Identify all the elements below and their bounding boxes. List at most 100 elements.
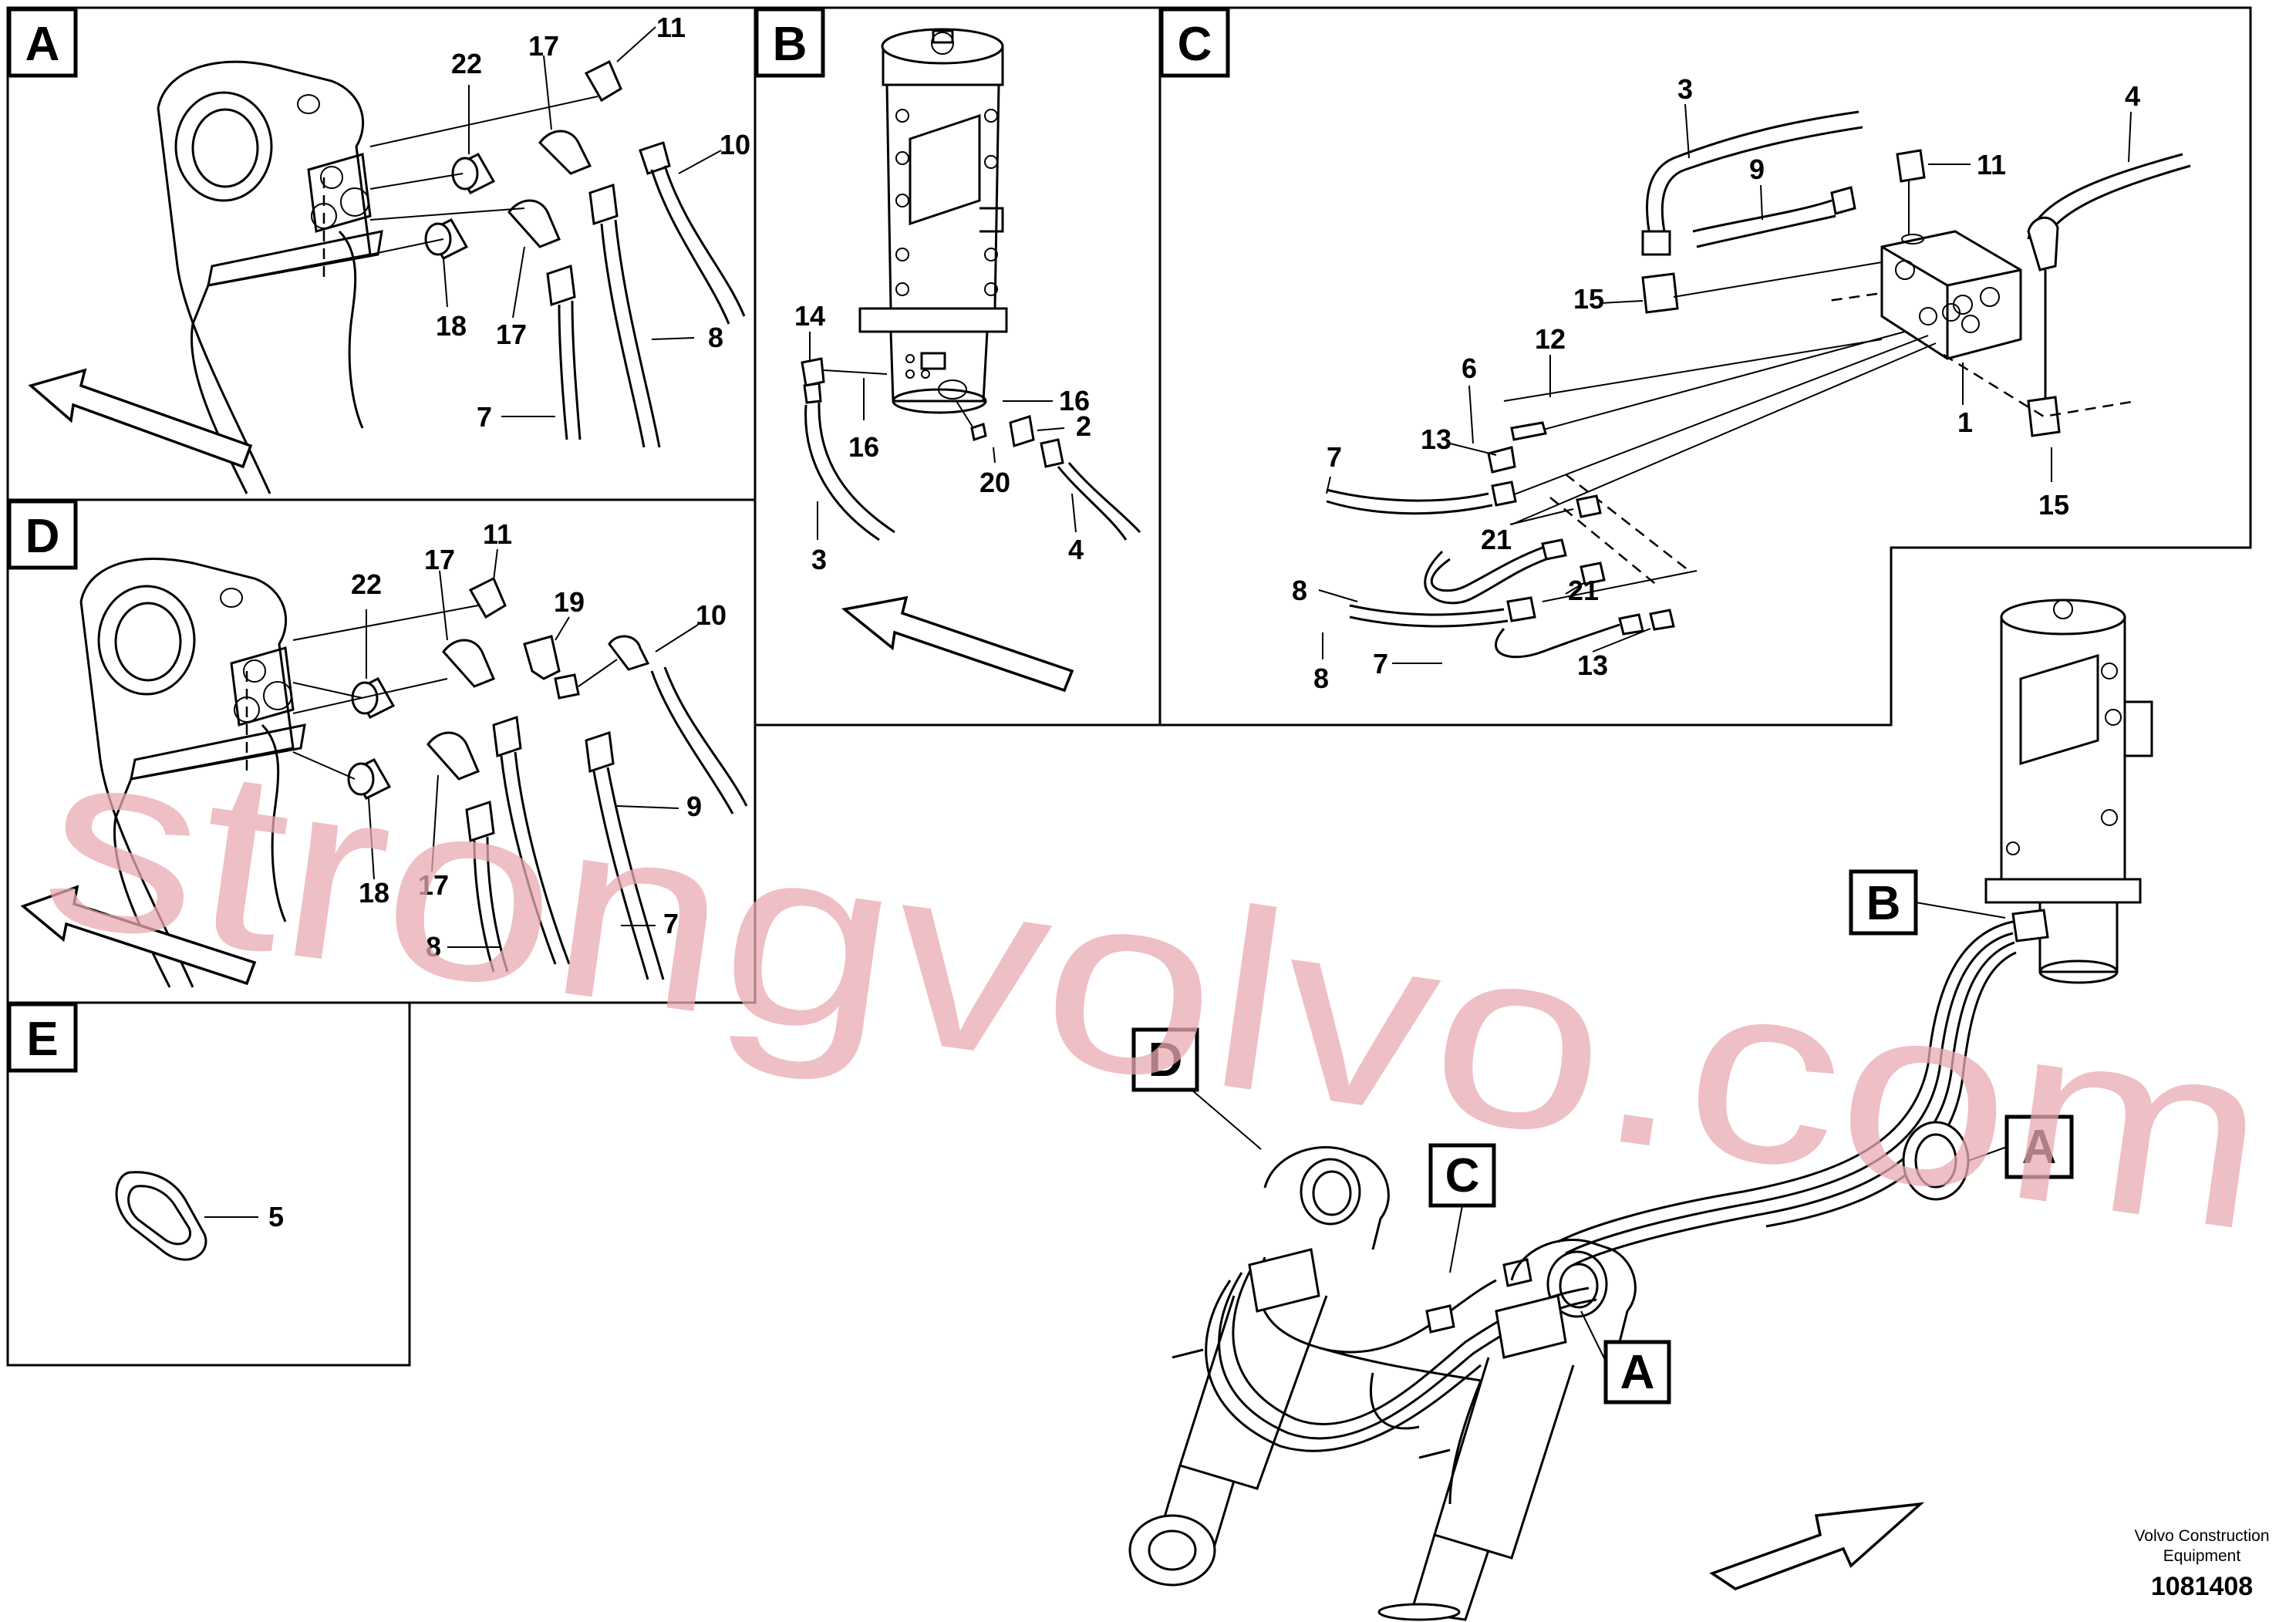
callout-c-3: 3 [1677,73,1693,105]
callout-c-7-lower: 7 [1373,648,1388,679]
callout-c-9: 9 [1749,153,1765,185]
watermark-text: strongvolvo.com [29,690,2284,1285]
overview-tag-a-right: A [1967,1114,2074,1179]
overview-cylinder-right [1377,1238,1637,1621]
fittings-b [801,357,1064,468]
leaders-d [366,548,699,948]
panel-e-tag: E [7,1002,78,1073]
panel-d-tag: D [7,499,78,570]
callout-c-11: 11 [1977,149,2006,180]
callout-c-7-upper: 7 [1327,441,1342,473]
panel-c-tag: C [1159,7,1230,78]
callout-d-9: 9 [686,791,702,822]
callouts-c: 3 9 11 4 15 6 12 13 7 1 15 21 8 21 8 7 1… [1292,73,2140,694]
fitting-10-a [639,141,671,175]
callouts-d: 11 22 17 19 10 9 18 17 8 7 [351,518,727,963]
overview-tag-a-right-label: A [2022,1121,2057,1174]
direction-arrow-overview [1709,1502,1925,1590]
panel-b-drawing: 14 16 16 2 20 3 4 [794,28,1141,693]
hoses-a [369,96,746,448]
callout-c-12: 12 [1535,323,1566,355]
elbow-11-a [584,59,622,103]
overview-tag-b-label: B [1866,877,1901,930]
panel-a-frame [6,6,757,501]
callout-d-7: 7 [663,908,679,939]
callout-c-15-left: 15 [1573,283,1604,315]
callout-a-22: 22 [451,48,482,79]
callout-c-21-lower: 21 [1568,575,1599,606]
callout-b-4: 4 [1068,534,1084,565]
overview-tag-d-label: D [1148,1034,1183,1087]
footer-drawing-number: 1081408 [2151,1572,2253,1601]
callout-c-6: 6 [1462,352,1477,384]
direction-arrow-b [841,595,1074,693]
elbow-17-upper-a [538,130,592,175]
callout-a-11: 11 [656,12,686,43]
panel-b-label: B [773,18,807,71]
footer-brand-line1: Volvo Construction [2134,1527,2269,1545]
panel-d-label: D [25,510,60,563]
leaders-b [809,332,1077,540]
overview-hoses [1205,920,2017,1505]
callout-d-17-lower: 17 [418,869,449,901]
panel-e-drawing: 5 [115,1171,284,1261]
callout-b-16-left: 16 [848,431,879,463]
callout-c-1: 1 [1957,406,1973,438]
footer-block: Volvo Construction Equipment 1081408 [2134,1527,2269,1601]
leaders-c [1318,103,2132,664]
callout-d-19: 19 [554,586,585,618]
overview-tag-c-label: C [1445,1149,1480,1202]
overview-tag-c: C [1428,1143,1496,1273]
direction-arrow-d [20,885,257,986]
callout-c-13-upper: 13 [1421,423,1451,455]
overview-cylinder-left [1128,1145,1390,1587]
fittings-d [347,576,650,843]
callout-c-21-upper: 21 [1481,524,1512,555]
panel-frames [6,6,2252,1367]
panel-c-label: C [1178,18,1212,71]
callout-b-3: 3 [811,544,827,575]
footer-brand-line2: Equipment [2163,1547,2241,1565]
overview-tag-b: B [1849,869,2006,936]
tubes-c [1326,331,1937,659]
panel-a-drawing: 22 17 11 10 18 17 8 7 [28,12,750,494]
callout-d-18: 18 [359,877,389,909]
fittings-a [424,59,671,307]
tee-19-d [523,635,561,680]
panel-letter-tags: A B C D E [7,7,1230,1073]
callout-a-17-lower: 17 [496,319,527,350]
panel-d-drawing: 11 22 17 19 10 9 18 17 8 7 [20,518,748,988]
callouts-b: 14 16 16 2 20 3 4 [794,300,1091,575]
callout-d-22: 22 [351,568,382,600]
leaders-a [443,26,722,417]
callout-a-10: 10 [720,129,750,160]
callout-a-17-upper: 17 [528,30,559,62]
callout-b-16-right: 16 [1059,385,1090,416]
callout-a-8: 8 [708,322,723,353]
panel-c-drawing: 3 9 11 4 15 6 12 13 7 1 15 21 8 21 8 7 1… [1292,73,2191,694]
callout-d-8: 8 [426,931,441,963]
overview-tag-a-lower-label: A [1620,1346,1655,1399]
hoses-d [292,605,748,980]
panel-b-tag: B [754,7,825,78]
manifold-block-c [1880,230,2022,360]
panel-e-frame [6,1001,411,1367]
callout-e-5: 5 [268,1201,284,1233]
callout-a-18: 18 [436,310,467,342]
overview-tag-d: D [1131,1027,1262,1150]
overview-swivel-joint [1984,599,2153,984]
callout-d-11: 11 [483,518,512,550]
callout-c-8-upper: 8 [1292,575,1307,606]
callout-b-14: 14 [794,300,825,332]
callout-a-7: 7 [477,401,492,433]
hoses-c [1641,110,2191,437]
elbow-17-lower-a [507,199,561,248]
callout-c-13-lower: 13 [1577,649,1608,681]
callout-c-4: 4 [2125,80,2140,112]
callout-c-15-right: 15 [2038,489,2069,521]
panel-a-label: A [25,18,60,71]
hoses-b [804,402,1141,541]
panel-e-label: E [26,1013,58,1066]
direction-arrow-a [28,368,253,469]
